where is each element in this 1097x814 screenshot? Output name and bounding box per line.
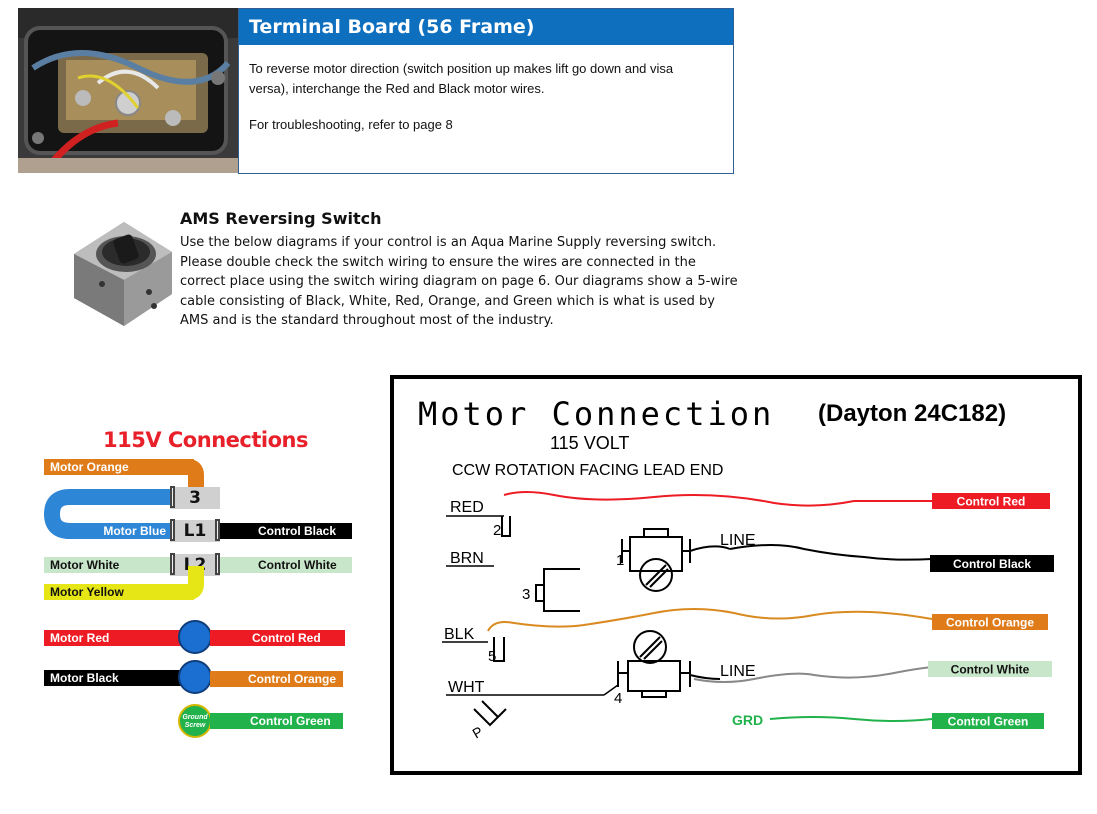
tag-control-red	[932, 493, 1050, 509]
red-splice-connector	[178, 620, 212, 654]
terminal-l1-label: L1	[183, 521, 207, 541]
tag-control-green-label: Control Green	[948, 715, 1029, 729]
terminal-3: 3	[170, 486, 220, 509]
tag-control-green	[932, 713, 1044, 729]
terminal-number-2: 2	[493, 522, 501, 539]
terminal-l2: L2	[170, 553, 220, 576]
terminal-board-title: Terminal Board (56 Frame)	[239, 9, 733, 45]
reversing-switch-icon	[64, 214, 176, 328]
motor-yellow-wire	[180, 566, 204, 600]
motor-yellow-label: Motor Yellow	[44, 584, 194, 600]
ams-switch-title: AMS Reversing Switch	[180, 209, 382, 228]
motor-orange-wire	[180, 459, 204, 499]
tag-control-white	[928, 661, 1052, 677]
terminal-letter-p: P	[470, 723, 486, 742]
white-control-wire	[693, 666, 933, 683]
troubleshooting-reference: For troubleshooting, refer to page 8	[249, 117, 453, 132]
motor-orange-label: Motor Orange	[44, 459, 194, 475]
control-orange-label: Control Orange	[210, 671, 343, 687]
ground-lead-label: GRD	[732, 712, 763, 728]
motor-blue-wire	[44, 489, 172, 539]
diagram-voltage: 115 VOLT	[550, 433, 629, 453]
red-control-wire	[503, 491, 932, 507]
tag-control-white-label: Control White	[951, 663, 1030, 677]
orange-control-wire	[487, 608, 933, 632]
control-red-label: Control Red	[210, 630, 345, 646]
line-label-top: LINE	[720, 532, 756, 549]
lead-blk-label: BLK	[444, 626, 475, 643]
motor-connection-diagram: Motor Connection (Dayton 24C182) 115 VOL…	[390, 375, 1082, 775]
motor-red-label: Motor Red	[44, 630, 184, 646]
diagram-model: (Dayton 24C182)	[818, 400, 1006, 427]
terminal-board-instructions: To reverse motor direction (switch posit…	[249, 61, 674, 96]
ams-switch-description: Use the below diagrams if your control i…	[180, 235, 738, 329]
lead-red-label: RED	[450, 499, 484, 516]
terminal-board-card: Terminal Board (56 Frame) To reverse mot…	[238, 8, 734, 174]
connections-title: 115V Connections	[103, 428, 308, 452]
tag-control-orange-label: Control Orange	[946, 616, 1034, 630]
lead-wht-label: WHT	[448, 679, 485, 696]
terminal-clips	[473, 516, 731, 727]
lead-brn-label: BRN	[450, 550, 484, 567]
black-splice-connector	[178, 660, 212, 694]
motor-white-label: Motor White	[44, 557, 170, 573]
tag-control-orange	[932, 614, 1048, 630]
lead-lines	[442, 515, 619, 696]
control-black-label: Control Black	[220, 523, 352, 539]
motor-blue-label: Motor Blue	[103, 524, 166, 538]
green-control-wire	[769, 716, 933, 722]
terminal-number-5: 5	[488, 648, 496, 665]
tag-control-black	[930, 555, 1054, 572]
terminal-board-photo	[18, 8, 238, 173]
motor-black-label: Motor Black	[44, 670, 184, 686]
terminal-number-1: 1	[616, 552, 624, 569]
line-label-bottom: LINE	[720, 663, 756, 680]
ground-screw-label: Ground Screw	[182, 714, 208, 729]
ground-screw-icon: Ground Screw	[178, 704, 212, 738]
tag-control-black-label: Control Black	[953, 557, 1031, 571]
terminal-number-3: 3	[522, 586, 530, 603]
terminal-number-4: 4	[614, 690, 622, 707]
control-white-label: Control White	[220, 557, 352, 573]
terminal-l1: L1	[170, 519, 220, 542]
tag-control-red-label: Control Red	[957, 495, 1026, 509]
diagram-title: Motor Connection	[418, 395, 774, 433]
black-control-wire	[729, 544, 933, 561]
terminal-3-label: 3	[189, 488, 201, 508]
diagram-rotation: CCW ROTATION FACING LEAD END	[452, 462, 723, 479]
control-green-label: Control Green	[210, 713, 343, 729]
